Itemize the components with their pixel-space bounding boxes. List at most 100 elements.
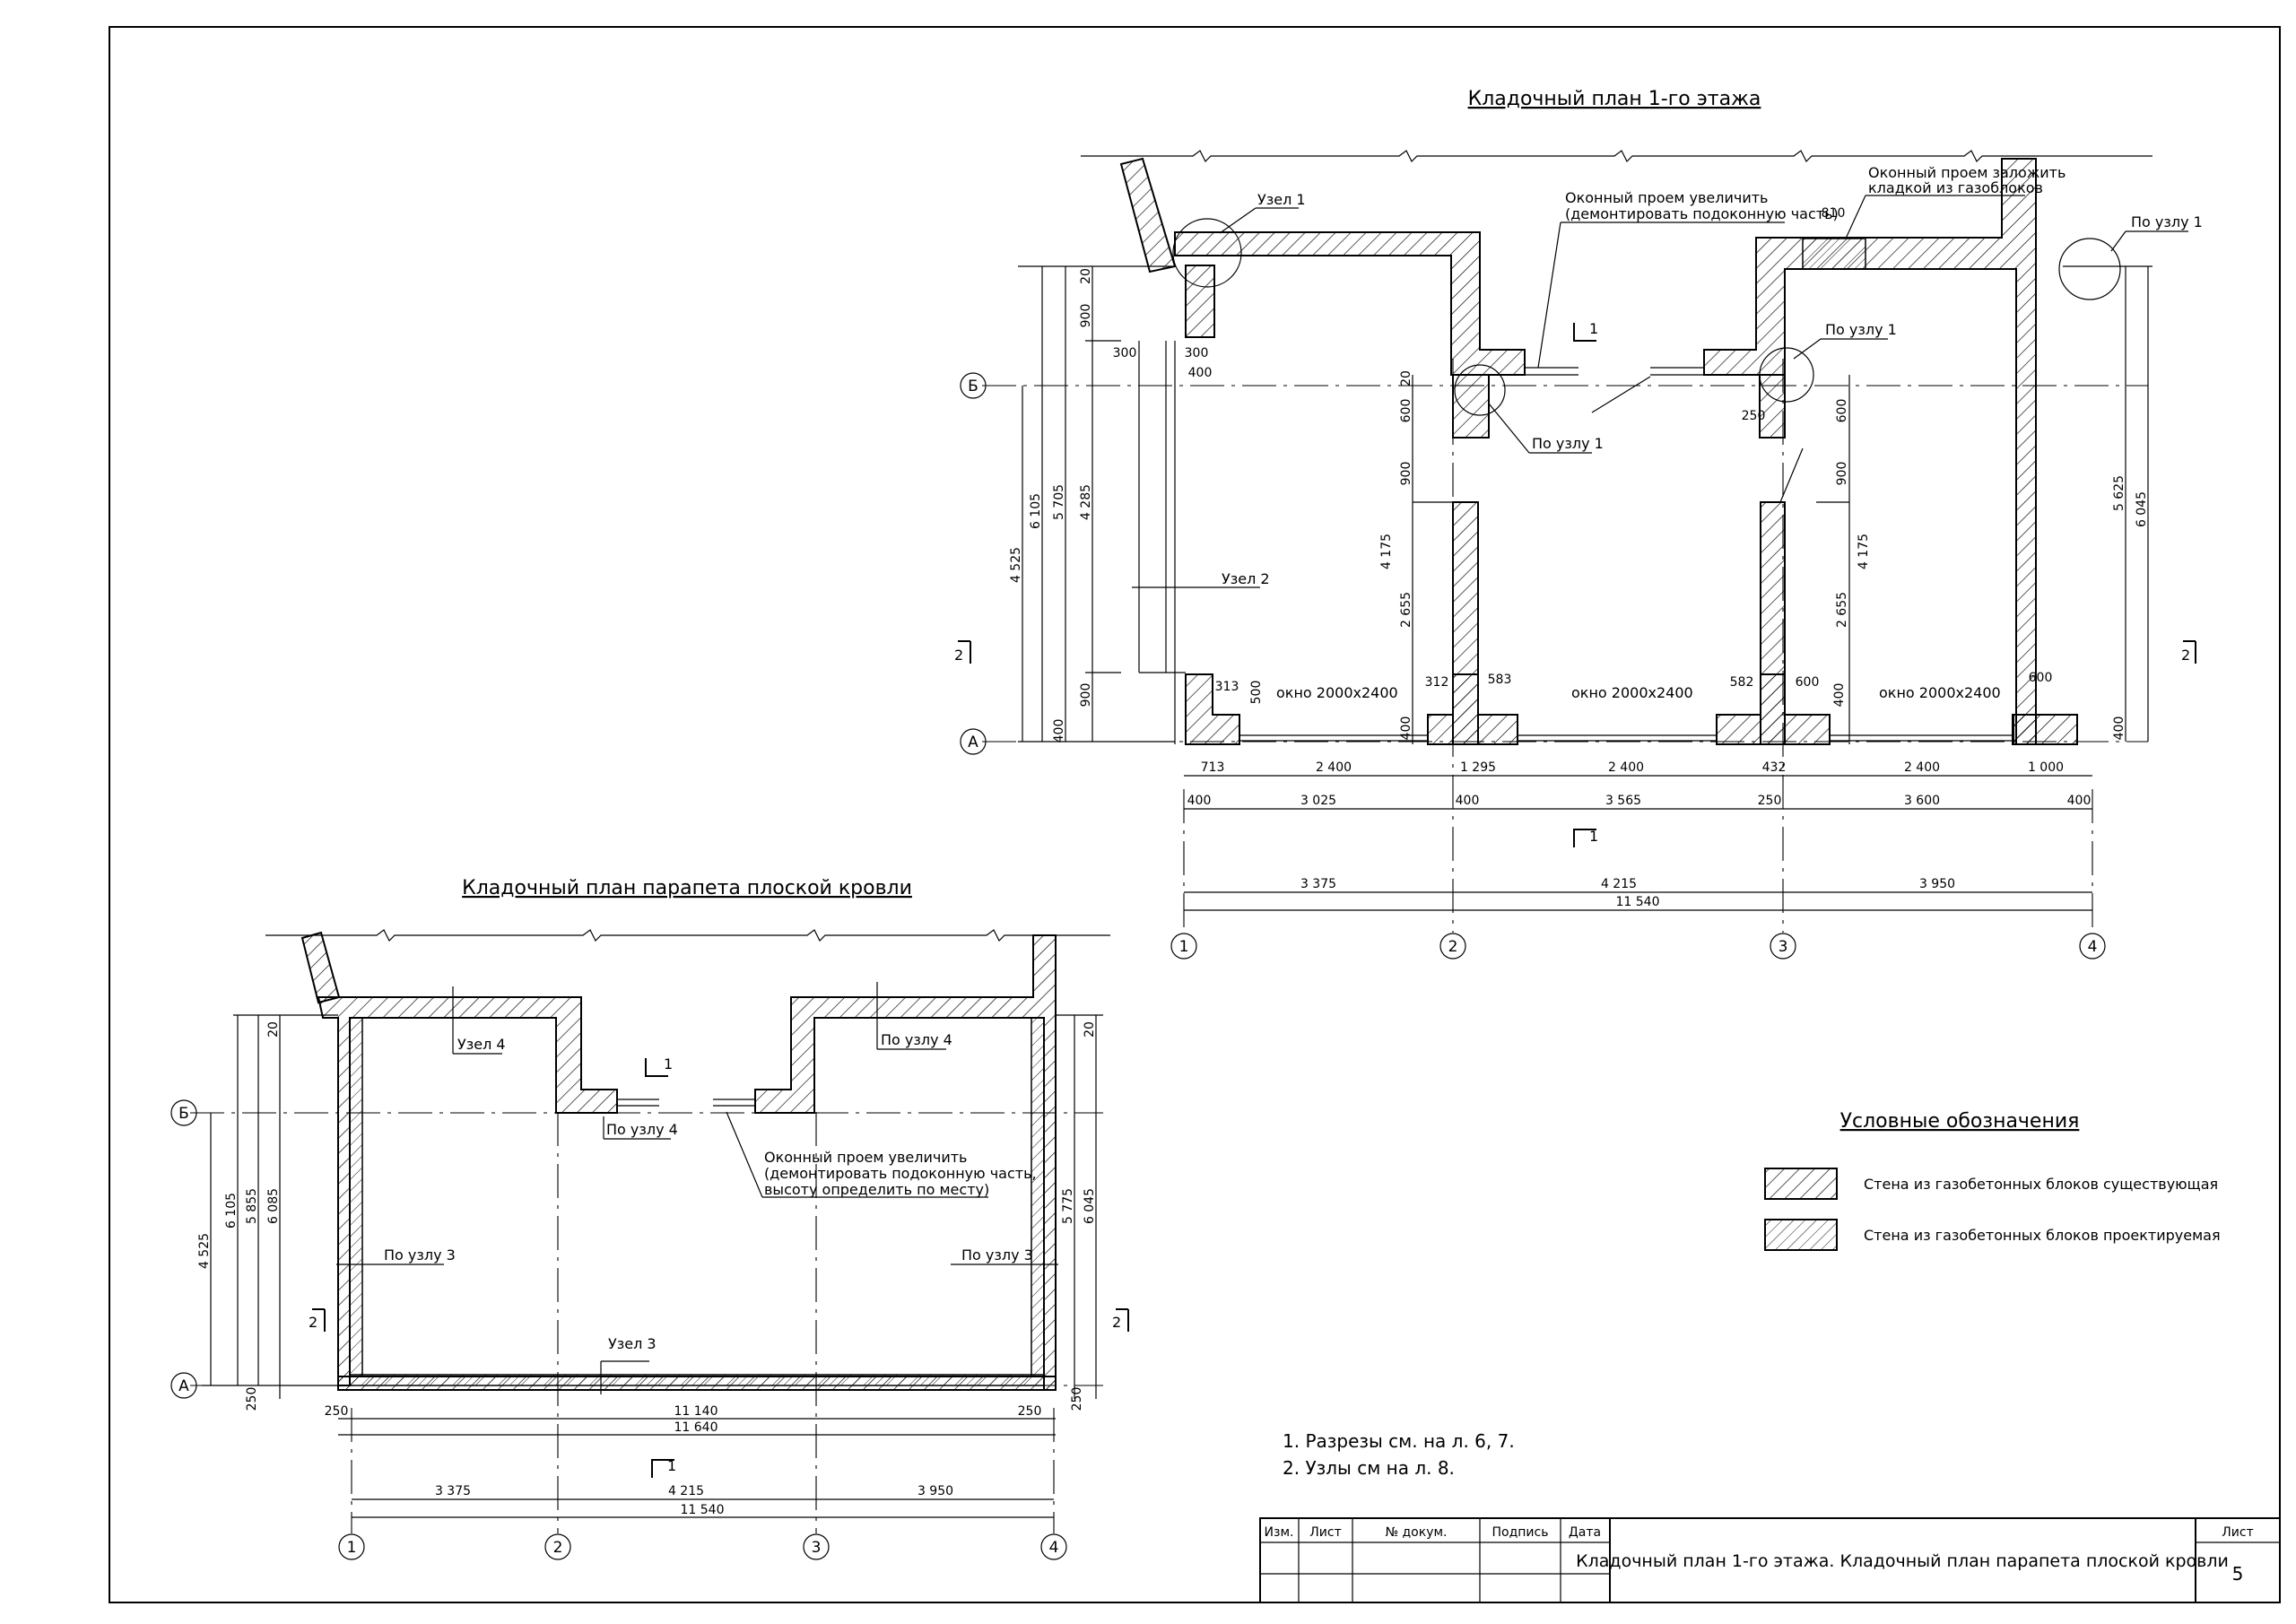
legend-title: Условные обозначения: [1840, 1110, 2080, 1133]
plan1-section-2-right: 2: [2181, 647, 2190, 664]
svg-text:300: 300: [1185, 346, 1209, 360]
plan2-enlarge-l3: высоту определить по месту): [764, 1181, 989, 1198]
sheet-frame: [109, 26, 2281, 1603]
plan2-axis-4-label: 4: [1049, 1539, 1059, 1557]
svg-text:432: 432: [1762, 760, 1787, 775]
svg-text:3 600: 3 600: [1904, 794, 1940, 808]
svg-text:2 400: 2 400: [1608, 760, 1644, 775]
svg-text:6 105: 6 105: [1029, 493, 1043, 529]
plan2-dimension-lines: [202, 1014, 1103, 1518]
plan1-axis-1-label: 1: [1179, 938, 1189, 956]
stamp-date: Дата: [1569, 1525, 1601, 1540]
plan2-section-1-top: 1: [664, 1055, 673, 1073]
plan2-section-1-bottom: 1: [667, 1457, 676, 1474]
svg-text:600: 600: [1796, 675, 1820, 690]
svg-text:11 540: 11 540: [681, 1503, 725, 1517]
plan2-po-uzlu4-right: По узлу 4: [881, 1031, 952, 1048]
svg-text:400: 400: [1187, 794, 1212, 808]
svg-text:313: 313: [1215, 680, 1239, 694]
svg-text:6 045: 6 045: [2135, 491, 2149, 527]
svg-text:600: 600: [1399, 399, 1413, 423]
plan1-po-uzlu1-far: По узлу 1: [2131, 213, 2203, 230]
svg-text:312: 312: [1425, 675, 1449, 690]
plan2-axis-1-label: 1: [347, 1539, 357, 1557]
plan1-walls: [1119, 157, 2078, 745]
plan2-leaders: [336, 982, 1058, 1394]
legend-item-projected: Стена из газобетонных блоков проектируем…: [1864, 1227, 2221, 1244]
svg-text:4 175: 4 175: [1379, 534, 1394, 569]
stamp-sheet-number: 5: [2232, 1563, 2244, 1585]
plan2-break-line: [265, 929, 1110, 942]
notes: 1. Разрезы см. на л. 6, 7. 2. Узлы см на…: [1283, 1430, 1515, 1479]
svg-text:900: 900: [1399, 462, 1413, 486]
svg-text:4 215: 4 215: [1601, 877, 1637, 891]
svg-text:250: 250: [325, 1404, 349, 1419]
svg-text:3 025: 3 025: [1300, 794, 1336, 808]
plan1-axis-2-label: 2: [1448, 938, 1458, 956]
plan1-window-2: окно 2000x2400: [1571, 684, 1693, 701]
svg-text:3 950: 3 950: [1919, 877, 1955, 891]
plan2-section-2-right: 2: [1112, 1314, 1121, 1331]
plan1-fill-l1: Оконный проем заложить: [1868, 164, 2066, 181]
plan2-axis-bubbles: [170, 1099, 1067, 1560]
svg-text:400: 400: [2067, 794, 2092, 808]
plan2-title: Кладочный план парапета плоской кровли: [462, 877, 912, 899]
plan2-inner-wall-bottom: [349, 1374, 1045, 1386]
svg-text:400: 400: [1052, 719, 1066, 743]
stamp-list: Лист: [1309, 1525, 1341, 1540]
svg-text:20: 20: [266, 1021, 281, 1038]
plan2-axis-3-label: 3: [812, 1539, 822, 1557]
plan2-section-marks: [312, 1058, 1129, 1478]
plan2-uzel3: Узел 3: [608, 1335, 657, 1352]
plan1-enlarge-l1: Оконный проем увеличить: [1565, 189, 1768, 206]
svg-text:20: 20: [1083, 1021, 1097, 1038]
svg-text:300: 300: [1113, 346, 1137, 360]
svg-text:11 640: 11 640: [674, 1420, 718, 1435]
svg-text:810: 810: [1822, 206, 1846, 221]
plan1-window-1: окно 2000x2400: [1276, 684, 1398, 701]
plan1-leaders: [1132, 195, 2188, 588]
plan1-title: Кладочный план 1-го этажа: [1468, 88, 1761, 110]
plan2-axis-a-label: А: [178, 1377, 189, 1395]
plan1-po-uzlu1-right: По узлу 1: [1825, 321, 1897, 338]
svg-text:900: 900: [1079, 304, 1093, 328]
plan2-inner-wall-right: [1031, 1017, 1045, 1377]
plan1-uzel2: Узел 2: [1222, 570, 1270, 587]
svg-text:2 655: 2 655: [1835, 592, 1849, 628]
stamp-doc: № докум.: [1385, 1525, 1447, 1540]
plan2-enlarge-l1: Оконный проем увеличить: [764, 1149, 967, 1166]
svg-text:600: 600: [2029, 671, 2053, 685]
plan1-axis-bubbles: [960, 372, 2106, 960]
svg-text:250: 250: [1070, 1387, 1084, 1411]
svg-text:5 625: 5 625: [2112, 475, 2126, 511]
svg-text:713: 713: [1201, 760, 1225, 775]
plan2-po-uzlu3-right: По узлу 3: [961, 1246, 1033, 1264]
plan1-break-line: [1081, 150, 2152, 163]
plan2-po-uzlu3-left: По узлу 3: [384, 1246, 456, 1264]
svg-text:2 655: 2 655: [1399, 592, 1413, 628]
svg-text:3 375: 3 375: [435, 1484, 471, 1498]
plan1-infill: [1802, 238, 1866, 270]
plan1-axis-4-label: 4: [2088, 938, 2098, 956]
plan2-uzel4: Узел 4: [457, 1036, 506, 1053]
svg-text:2 400: 2 400: [1316, 760, 1352, 775]
plan1-window-3: окно 2000x2400: [1879, 684, 2001, 701]
legend: Условные обозначения Стена из газобетонн…: [1764, 1110, 2221, 1251]
plan1-axis-b-label: Б: [968, 378, 978, 395]
plan-parapet: Кладочный план парапета плоской кровли: [170, 877, 1129, 1560]
plan1-section-marks: [958, 323, 2196, 847]
svg-text:6 105: 6 105: [224, 1193, 239, 1229]
svg-text:900: 900: [1835, 462, 1849, 486]
svg-text:250: 250: [245, 1387, 259, 1411]
note-1: 1. Разрезы см. на л. 6, 7.: [1283, 1430, 1515, 1452]
svg-text:3 565: 3 565: [1605, 794, 1641, 808]
plan1-fill-l2: кладкой из газоблоков: [1868, 179, 2043, 196]
svg-text:5 705: 5 705: [1052, 484, 1066, 520]
note-2: 2. Узлы см на л. 8.: [1283, 1457, 1455, 1479]
svg-text:11 540: 11 540: [1616, 895, 1660, 909]
plan1-window-lines: [1138, 341, 2013, 744]
plan2-axis-b-label: Б: [178, 1105, 189, 1123]
svg-text:250: 250: [1018, 1404, 1042, 1419]
svg-text:6 085: 6 085: [266, 1188, 281, 1224]
